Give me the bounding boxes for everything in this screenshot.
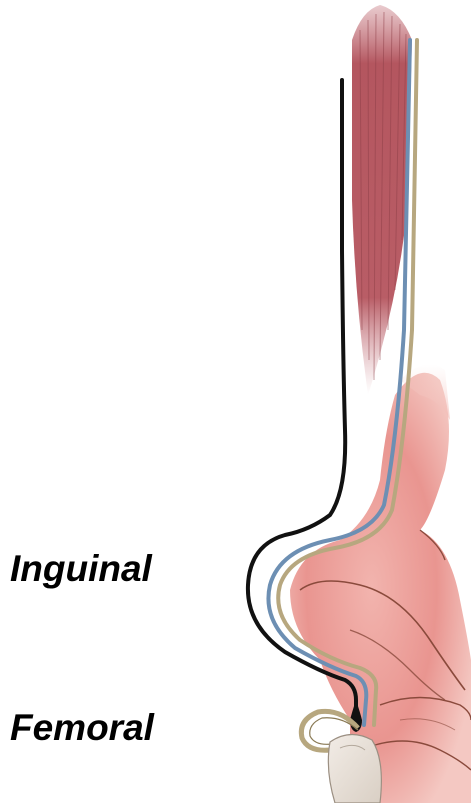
femoral-label: Femoral [10,709,154,746]
finger [328,734,381,803]
bowel-loops [290,364,471,803]
inguinal-label: Inguinal [10,550,152,587]
